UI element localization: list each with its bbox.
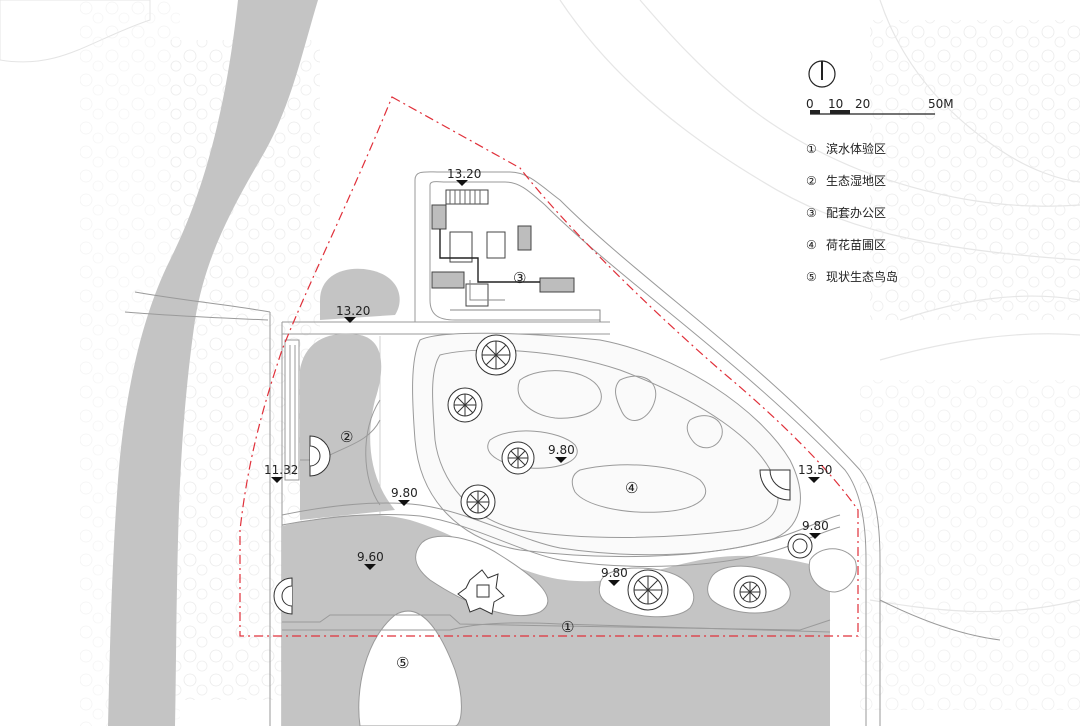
elevation-marker: 9.80 (802, 519, 829, 539)
legend-label: 滨水体验区 (826, 141, 886, 156)
elevation-label: 9.80 (548, 443, 575, 457)
elevation-marker: 13.50 (798, 463, 832, 483)
elevation-label: 9.60 (357, 550, 384, 564)
legend-item-5: ⑤ 现状生态鸟岛 (806, 269, 898, 284)
elevation-marker: 9.80 (601, 566, 628, 586)
scale-bar: 0 10 20 50M (806, 97, 954, 115)
legend-marker: ⑤ (806, 270, 817, 284)
elevation-label: 9.80 (391, 486, 418, 500)
elevation-label: 11.32 (264, 463, 298, 477)
garden-area (281, 332, 841, 567)
pavilion-6 (733, 575, 767, 609)
elevation-marker: 11.32 (264, 463, 298, 483)
promenade (282, 614, 831, 633)
north-arrow-icon (808, 60, 836, 88)
legend-marker: ① (806, 142, 817, 156)
legend-item-1: ① 滨水体验区 (806, 141, 886, 156)
pavilion-5 (627, 569, 669, 611)
zone-marker-5: ⑤ (396, 654, 409, 672)
elevation-marker: 13.20 (447, 167, 481, 186)
legend-marker: ② (806, 174, 817, 188)
legend-marker: ③ (806, 206, 817, 220)
river (108, 0, 318, 726)
pavilion-2 (447, 387, 483, 423)
elevation-label: 13.20 (336, 304, 370, 318)
pavilion-4 (460, 484, 496, 520)
zone-marker-2: ② (340, 428, 353, 446)
zone-marker-1: ① (561, 618, 574, 636)
zone-marker-4: ④ (625, 479, 638, 497)
elevation-markers: 13.20 13.20 11.32 9.80 9.80 13.50 9.80 9… (264, 167, 832, 586)
zone-marker-3: ③ (513, 269, 526, 287)
pavilion-7 (309, 435, 331, 477)
site-boundary (239, 96, 859, 637)
wetland-strip (284, 339, 300, 481)
star-pavilion (457, 569, 505, 615)
scale-tick-20: 20 (855, 97, 870, 111)
elevation-label: 9.80 (802, 519, 829, 533)
elevation-label: 13.20 (447, 167, 481, 181)
zone-markers: ① ② ③ ④ ⑤ (340, 269, 638, 672)
elevation-marker: 9.80 (548, 443, 575, 463)
elevation-marker: 9.80 (391, 486, 418, 506)
legend-marker: ④ (806, 238, 817, 252)
pavilion-3 (501, 441, 535, 475)
legend-label: 荷花苗圃区 (826, 237, 886, 252)
legend-item-2: ② 生态湿地区 (806, 173, 886, 188)
pavilion-9 (759, 469, 791, 501)
legend: ① 滨水体验区 ② 生态湿地区 ③ 配套办公区 ④ 荷花苗圃区 ⑤ 现状生态鸟岛 (806, 141, 898, 284)
elevation-marker: 13.20 (336, 304, 370, 323)
elevation-marker: 9.60 (357, 550, 384, 570)
pavilion-10 (787, 533, 813, 559)
pavilions (273, 334, 813, 615)
office-buildings (431, 189, 601, 322)
legend-label: 现状生态鸟岛 (826, 269, 898, 284)
scale-tick-0: 0 (806, 97, 814, 111)
scale-tick-50: 50M (928, 97, 954, 111)
elevation-label: 9.80 (601, 566, 628, 580)
legend-item-3: ③ 配套办公区 (806, 205, 886, 220)
scale-tick-10: 10 (828, 97, 843, 111)
pavilion-8 (273, 577, 293, 615)
elevation-label: 13.50 (798, 463, 832, 477)
legend-label: 配套办公区 (826, 205, 886, 220)
legend-item-4: ④ 荷花苗圃区 (806, 237, 886, 252)
pavilion-1 (475, 334, 517, 376)
legend-label: 生态湿地区 (826, 173, 886, 188)
